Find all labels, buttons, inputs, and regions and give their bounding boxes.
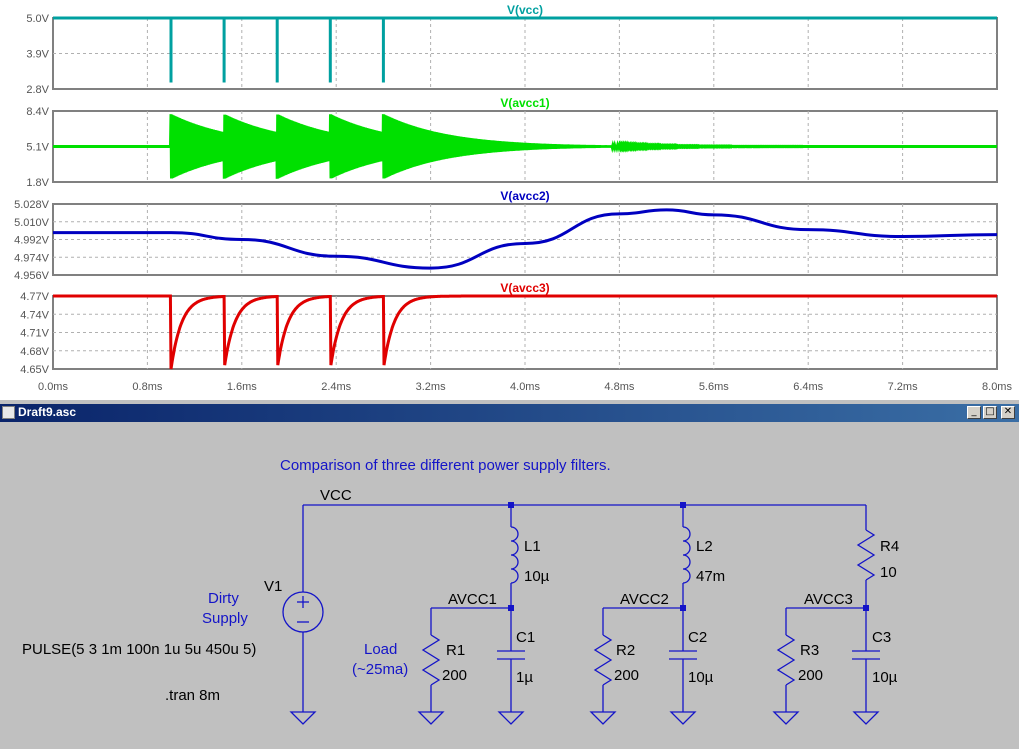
schematic-file-icon <box>2 406 15 419</box>
minimize-button[interactable]: _ <box>967 406 981 419</box>
x-tick-label: 0.0ms <box>38 381 68 393</box>
c3-value[interactable]: 10µ <box>872 669 898 686</box>
y-tick-label: 5.1V <box>26 142 49 154</box>
l2-value[interactable]: 47m <box>696 568 725 585</box>
x-tick-label: 5.6ms <box>699 381 729 393</box>
net-label-vcc[interactable]: VCC <box>320 487 352 504</box>
y-tick-label: 4.77V <box>20 291 49 303</box>
y-tick-label: 4.74V <box>20 309 49 321</box>
waveform-plot[interactable]: 5.0V 3.9V 2.8V V(vcc) 8.4V 5.1V 1.8V V(avcc1) 5.… <box>0 0 1019 400</box>
l1-name[interactable]: L1 <box>524 538 541 555</box>
c2-value[interactable]: 10µ <box>688 669 714 686</box>
trace-vavcc2[interactable] <box>53 208 998 270</box>
junction-dot <box>508 502 514 508</box>
trace-vvcc[interactable] <box>53 16 997 83</box>
y-tick-label: 4.992V <box>14 235 50 247</box>
trace-label[interactable]: V(avcc3) <box>500 281 549 295</box>
resistor-r3-symbol[interactable] <box>776 634 796 686</box>
ground-icon[interactable] <box>417 711 445 725</box>
x-tick-label: 6.4ms <box>793 381 823 393</box>
y-tick-label: 5.028V <box>14 199 50 211</box>
r1-name[interactable]: R1 <box>446 642 465 659</box>
c2-name[interactable]: C2 <box>688 629 707 646</box>
y-tick-label: 4.956V <box>14 270 50 282</box>
ground-icon[interactable] <box>497 711 525 725</box>
ground-icon[interactable] <box>589 711 617 725</box>
trace-label[interactable]: V(avcc1) <box>500 96 549 110</box>
c1-value[interactable]: 1µ <box>516 669 533 686</box>
c1-name[interactable]: C1 <box>516 629 535 646</box>
resistor-r4-symbol[interactable] <box>856 529 876 581</box>
source-comment-2[interactable]: Supply <box>202 610 248 627</box>
y-tick-label: 4.974V <box>14 252 50 264</box>
net-label-avcc3[interactable]: AVCC3 <box>804 591 853 608</box>
r2-value[interactable]: 200 <box>614 667 639 684</box>
junction-dot <box>680 605 686 611</box>
schematic-comment[interactable]: Comparison of three different power supp… <box>280 457 611 474</box>
y-tick-label: 5.0V <box>26 13 49 25</box>
y-tick-label: 5.010V <box>14 217 50 229</box>
r3-name[interactable]: R3 <box>800 642 819 659</box>
ground-icon[interactable] <box>852 711 880 725</box>
x-tick-label: 7.2ms <box>888 381 918 393</box>
x-tick-label: 1.6ms <box>227 381 257 393</box>
resistor-r2-symbol[interactable] <box>593 634 613 686</box>
c3-name[interactable]: C3 <box>872 629 891 646</box>
resistor-r1-symbol[interactable] <box>421 634 441 686</box>
x-tick-label: 2.4ms <box>321 381 351 393</box>
net-label-avcc2[interactable]: AVCC2 <box>620 591 669 608</box>
load-comment-2[interactable]: (~25ma) <box>352 661 408 678</box>
y-tick-label: 2.8V <box>26 84 49 96</box>
trace-label[interactable]: V(avcc2) <box>500 189 549 203</box>
r1-value[interactable]: 200 <box>442 667 467 684</box>
y-tick-label: 8.4V <box>26 106 49 118</box>
window-title: Draft9.asc <box>18 405 77 419</box>
y-tick-label: 4.68V <box>20 346 49 358</box>
y-tick-label: 4.65V <box>20 364 49 376</box>
inductor-l1-symbol[interactable] <box>510 526 519 584</box>
l2-name[interactable]: L2 <box>696 538 713 555</box>
trace-vavcc3[interactable] <box>53 294 997 370</box>
y-tick-label: 1.8V <box>26 177 49 189</box>
net-label-avcc1[interactable]: AVCC1 <box>448 591 497 608</box>
trace-vavcc1[interactable] <box>53 114 997 179</box>
trace-label[interactable]: V(vcc) <box>507 3 543 17</box>
spice-directive[interactable]: .tran 8m <box>165 687 220 704</box>
ground-icon[interactable] <box>669 711 697 725</box>
x-tick-label: 4.0ms <box>510 381 540 393</box>
schematic-window-titlebar[interactable]: Draft9.asc _ □ ✕ <box>0 404 1019 422</box>
r4-name[interactable]: R4 <box>880 538 899 555</box>
x-tick-label: 4.8ms <box>604 381 634 393</box>
r3-value[interactable]: 200 <box>798 667 823 684</box>
l1-value[interactable]: 10µ <box>524 568 550 585</box>
schematic-canvas[interactable]: Comparison of three different power supp… <box>0 424 1019 749</box>
source-comment-1[interactable]: Dirty <box>208 590 239 607</box>
waveform-viewer[interactable]: 5.0V 3.9V 2.8V V(vcc) 8.4V 5.1V 1.8V V(avcc1) 5.… <box>0 0 1019 400</box>
source-value[interactable]: PULSE(5 3 1m 100n 1u 5u 450u 5) <box>22 641 256 658</box>
x-tick-label: 8.0ms <box>982 381 1012 393</box>
junction-dot <box>863 605 869 611</box>
y-tick-label: 4.71V <box>20 328 49 340</box>
r4-value[interactable]: 10 <box>880 564 897 581</box>
y-tick-label: 3.9V <box>26 49 49 61</box>
x-tick-label: 3.2ms <box>416 381 446 393</box>
x-tick-label: 0.8ms <box>132 381 162 393</box>
close-button[interactable]: ✕ <box>1001 406 1015 419</box>
junction-dot <box>508 605 514 611</box>
load-comment-1[interactable]: Load <box>364 641 397 658</box>
source-name[interactable]: V1 <box>264 578 282 595</box>
ground-icon[interactable] <box>289 711 317 725</box>
inductor-l2-symbol[interactable] <box>682 526 691 584</box>
junction-dot <box>680 502 686 508</box>
r2-name[interactable]: R2 <box>616 642 635 659</box>
maximize-button[interactable]: □ <box>983 406 997 419</box>
ground-icon[interactable] <box>772 711 800 725</box>
